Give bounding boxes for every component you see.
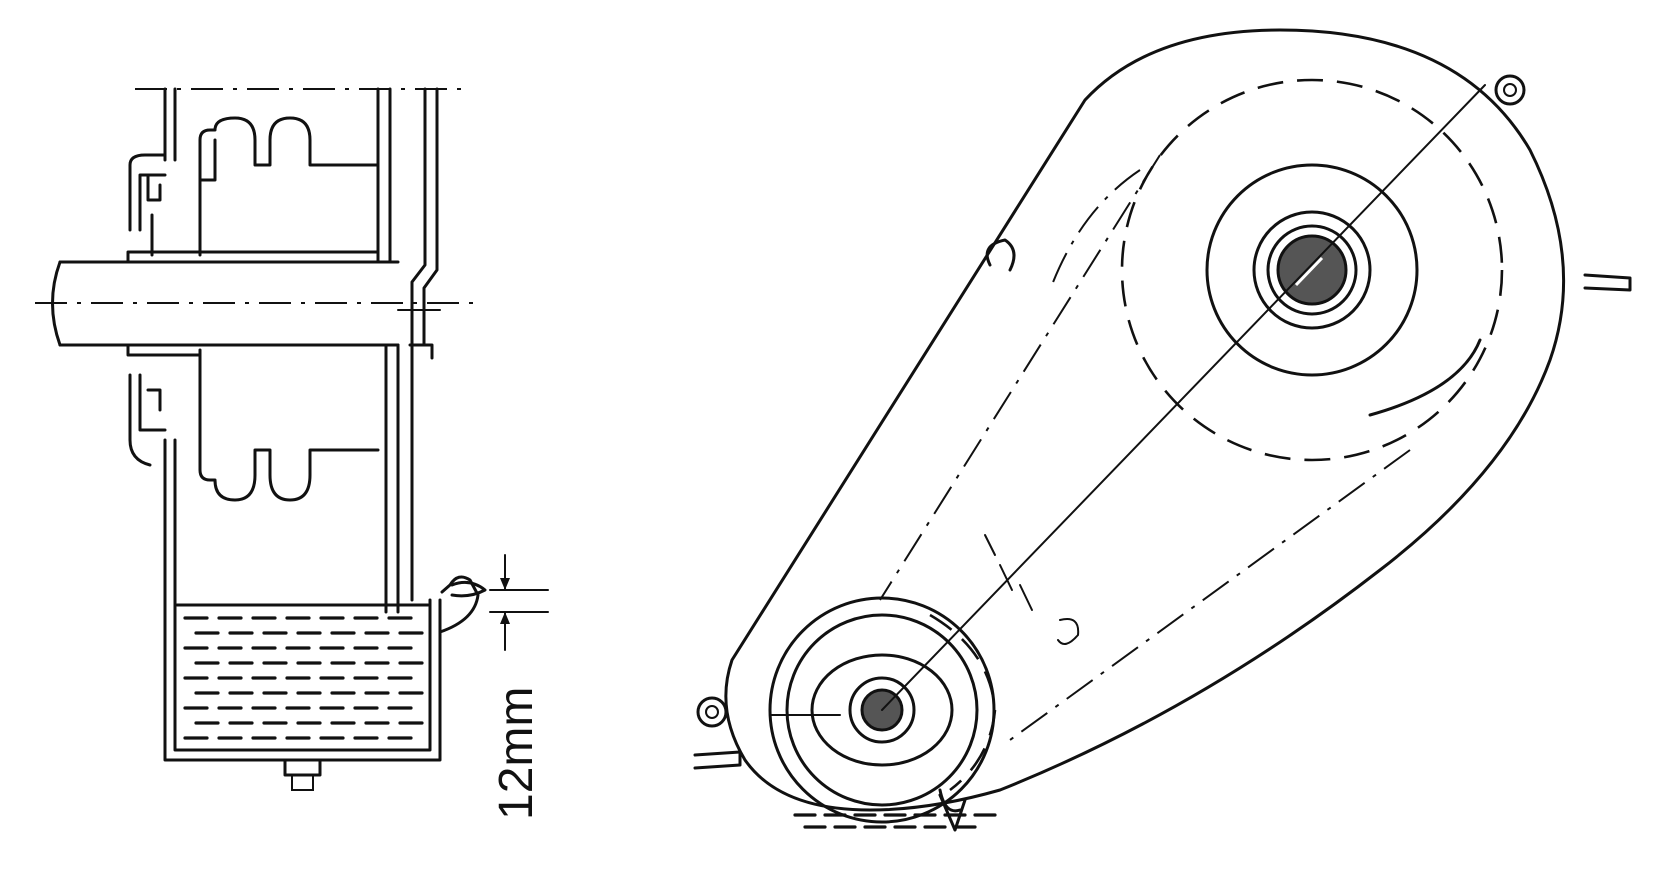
- cover-lip: [408, 343, 434, 360]
- mark-curl: [1057, 618, 1080, 645]
- large-sprocket-outline: [1120, 78, 1504, 462]
- mark-line-1: [984, 534, 996, 556]
- mounting-eye-left-hole: [705, 705, 719, 719]
- small-sprocket-rim: [785, 613, 979, 807]
- chain-upper-run: [879, 154, 1161, 601]
- outer-cover-right: [422, 87, 439, 347]
- small-sprocket-hidden: [929, 613, 997, 792]
- oil-level-cap: [450, 580, 487, 598]
- large-hub-inner: [1266, 224, 1358, 316]
- drain-plug-nut: [291, 774, 314, 791]
- hub-collar-bottom: [126, 343, 202, 372]
- mounting-eye-top-hole: [1503, 83, 1517, 97]
- mark-line-2: [999, 564, 1013, 591]
- mounting-eye-top: [1494, 74, 1526, 106]
- large-shaft-slot: [1294, 256, 1324, 287]
- chain-lower-run: [1009, 449, 1411, 741]
- drain-plug: [283, 758, 322, 777]
- casing-inner-wall: [173, 87, 432, 752]
- main-shaft: [58, 260, 400, 347]
- mark-line-3: [1019, 584, 1033, 611]
- outer-cover-left: [410, 87, 427, 602]
- shaft-center-line: [881, 84, 1486, 711]
- lower-seal: [128, 373, 167, 467]
- inner-curve: [1368, 338, 1482, 417]
- cross-section-view: 12mm: [35, 87, 549, 820]
- small-hub-outer: [810, 653, 954, 767]
- oil-level-fitting: [438, 575, 480, 634]
- upper-seal: [128, 153, 167, 232]
- middle-marks: [984, 534, 1080, 645]
- casing-outer-wall: [163, 87, 442, 762]
- sprocket-upper-teeth: [198, 116, 380, 257]
- dimension-label: 12mm: [490, 687, 543, 820]
- sprocket-lower-teeth: [198, 348, 380, 502]
- case-drain-tip: [938, 788, 962, 813]
- mounting-eye-left: [696, 696, 728, 728]
- chain-case-outline: [724, 28, 1566, 812]
- chain-case-view: [693, 28, 1632, 832]
- dimension-12mm: 12mm: [489, 554, 549, 820]
- arrowhead-bottom: [500, 612, 510, 624]
- large-hub-middle: [1252, 210, 1372, 330]
- large-hub-outer: [1205, 163, 1419, 377]
- side-stud-left: [693, 750, 742, 770]
- side-stud-top: [985, 238, 1016, 272]
- side-stud-right: [1583, 273, 1632, 292]
- oil-bath: [183, 616, 424, 740]
- inner-plate-top: [376, 87, 392, 264]
- chain-upper-arc: [1049, 169, 1141, 291]
- small-hub-inner: [848, 676, 916, 744]
- inner-plate-bottom: [384, 343, 400, 614]
- arrowhead-top: [500, 578, 510, 590]
- hub-collar-top: [126, 250, 380, 264]
- sprocket-upper-hub: [198, 138, 217, 182]
